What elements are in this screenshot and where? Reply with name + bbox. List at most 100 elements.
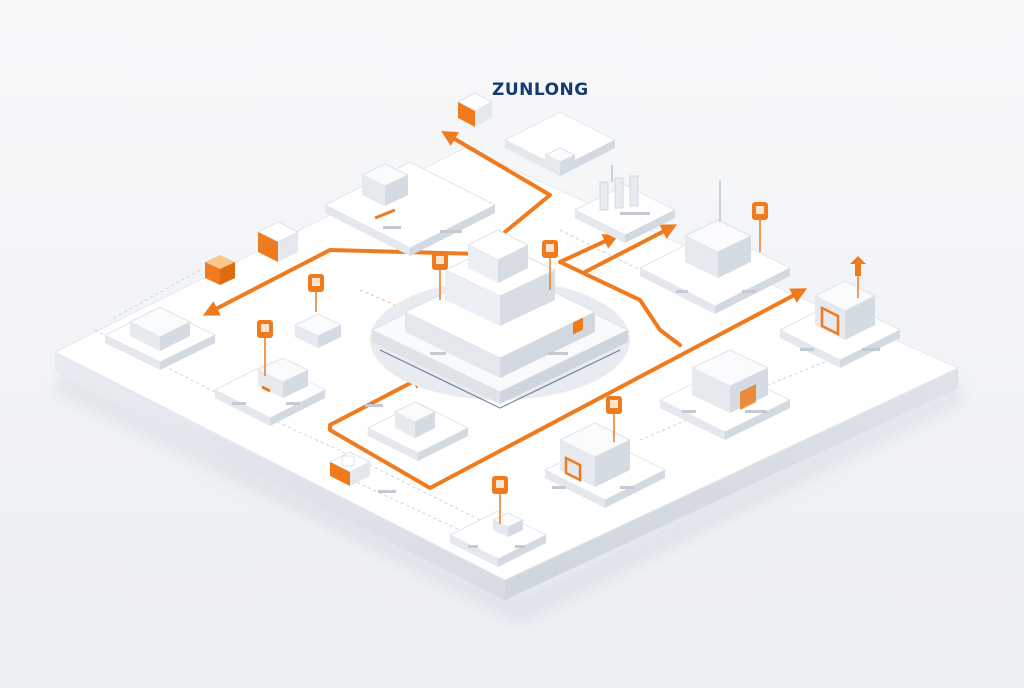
garage-pad-side-l [660,400,725,440]
label-strip [515,545,525,548]
label-strip [440,230,462,233]
distribution-center[interactable] [543,422,667,508]
garage-wall-l [692,368,730,413]
hub-pad-side-r [560,140,615,176]
location-pin-icon[interactable] [341,455,355,467]
platform-side-left [55,352,505,600]
label-strip [286,402,300,405]
label-strip [620,212,650,215]
location-pin-icon[interactable] [257,320,273,376]
label-strip [468,545,478,548]
hub-pad-side-l [505,140,560,176]
location-pin-icon[interactable] [542,240,558,290]
refinery-tank-3 [629,175,639,207]
brand-logo: ZUNLONG [492,80,589,100]
storefront-door-frame [820,305,840,337]
arrow-to-warehouse-right [583,224,678,274]
central-tower-side-left [468,245,498,283]
central-building-side-right [500,312,595,378]
office-top-pad-side-l [325,205,410,256]
small-crate-side-l [330,462,350,486]
label-strip [365,404,383,407]
garage-door [740,384,756,410]
label-strip [383,226,401,229]
garage-pad-side-r [725,400,790,440]
refinery-pad-side-l [575,210,625,243]
factory-left[interactable] [103,306,217,370]
refinery-tank-1 [599,181,609,211]
kiosk-left[interactable] [205,221,300,285]
hub-box-side-r [475,102,492,127]
central-warehouse[interactable] [370,229,630,409]
central-upper-side-right [500,270,555,326]
arrow-center-right [558,260,682,347]
garage-center[interactable] [658,349,792,440]
depot-wall-r [508,520,523,537]
platform-shadow [53,367,967,626]
hub-building-wall-r [560,155,575,172]
module-center-left[interactable] [328,401,470,486]
label-strip [232,402,246,405]
distribution-door-frame [564,455,582,483]
office-top-wall-l [362,175,385,206]
label-strip [862,348,880,351]
depot-pad-side-r [498,535,546,567]
label-strip [430,352,446,355]
depot-wall-l [493,520,508,537]
arrow-to-top [441,130,552,234]
location-pin-icon[interactable] [492,476,508,524]
storefront-wall-r [845,296,875,340]
label-strip [676,290,688,293]
logistics-hub-top[interactable]: ZUNLONG [456,80,617,176]
central-base-tier-1-side-left [372,330,500,404]
label-strip [620,486,634,489]
central-door-accent [573,317,583,335]
crate-side-r [220,262,235,285]
refinery-pad-side-r [625,210,675,243]
module-wall-r [415,412,435,438]
mini-dome-wall-l [295,325,318,348]
central-tower-side-right [498,245,528,283]
module-pad-side-l [368,428,418,461]
location-pin-icon[interactable] [752,202,768,252]
location-pin-icon[interactable] [432,252,448,300]
central-building-side-left [405,312,500,378]
factory-left-wall-l [130,322,160,351]
location-pin-icon[interactable] [308,274,324,312]
factory-mid-pad-side-r [270,390,325,426]
refinery[interactable] [573,165,677,243]
crate-side-l [205,262,220,285]
location-pin-icon[interactable] [850,256,866,298]
central-upper-side-left [445,270,500,326]
dashed-route-5 [559,229,701,301]
module-wall-l [395,412,415,438]
label-strip [742,290,756,293]
location-pins [257,202,866,524]
kiosk-side-r [278,232,298,262]
label-strip [800,348,814,351]
warehouse-right-wall-r [718,236,751,278]
distribution-pad-side-r [605,470,665,508]
factory-mid-pad-side-l [215,390,270,426]
arrow-loop-left [328,374,432,490]
office-top-wall-r [385,175,408,206]
label-strips [232,212,880,548]
factory-mid-wall-r [283,370,308,398]
distribution-wall-r [595,440,630,487]
dashed-route-1 [94,329,521,541]
distribution-pad-side-l [545,470,605,508]
dashed-route-2 [109,269,201,321]
arrow-to-storefront [428,288,808,490]
factory-left-pad-side-l [105,335,160,370]
location-pin-icon[interactable] [606,396,622,442]
flow-arrows [202,130,808,490]
platform-side-right [505,368,958,600]
small-crate-side-r [350,462,370,486]
factory-left-wall-r [160,322,190,351]
kiosk-side-l [258,232,278,262]
label-strip [745,410,767,413]
depot-pad-side-l [450,535,498,567]
arrow-to-refinery [558,234,620,264]
central-base-tier-1-side-right [500,330,628,404]
